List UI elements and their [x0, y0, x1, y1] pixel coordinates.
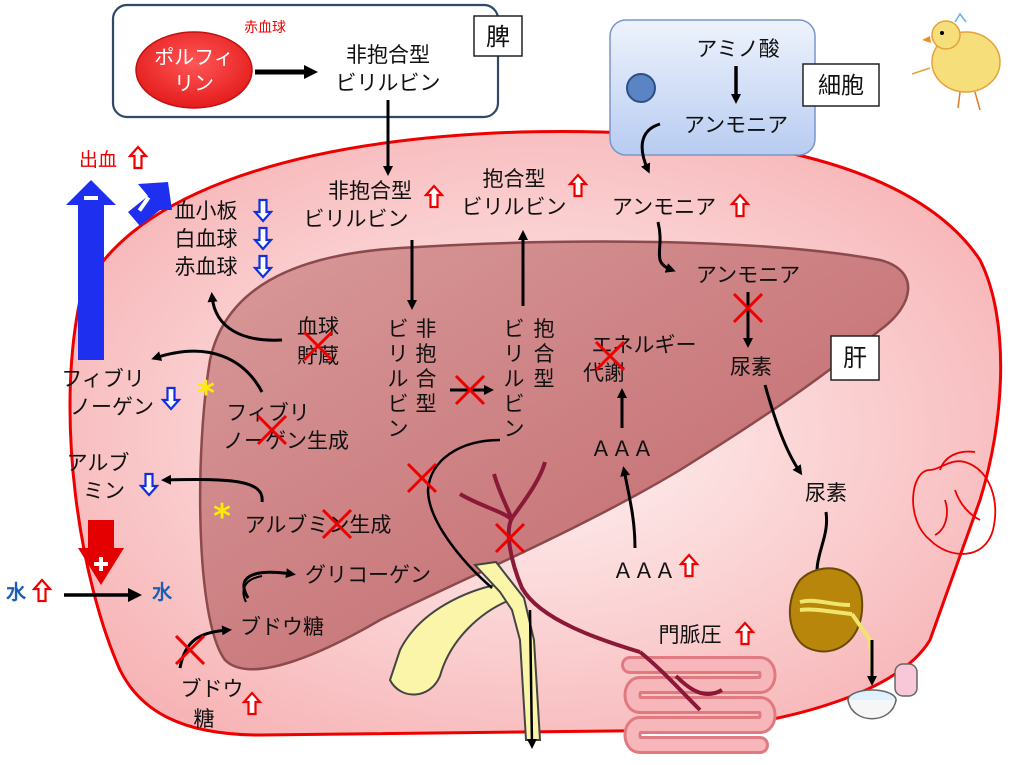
vchar: ビ: [504, 392, 525, 416]
vchar: 抱: [416, 342, 437, 366]
vchar: 型: [534, 367, 555, 391]
unconj-bilirubin-line2: ビリルビン: [304, 207, 409, 231]
water-red-arrow: [78, 520, 124, 585]
glycogen: グリコーゲン: [305, 563, 431, 587]
cell-label: 細胞: [818, 73, 864, 99]
conj-bilirubin-line1: 抱合型: [483, 167, 546, 191]
bile-flow-path: [426, 438, 501, 589]
arrow-cell-to-ammonia: [640, 122, 661, 174]
portal-vein-illustration: [458, 461, 641, 654]
glucose-blood-line2: 糖: [194, 707, 215, 731]
vchar: 合: [416, 367, 437, 391]
portal-pressure: 門脈圧: [659, 623, 722, 647]
fibrinogen-prod-line2: ノーゲン生成: [223, 429, 349, 453]
vchar: 抱: [534, 317, 555, 341]
vchar: ビ: [504, 317, 525, 341]
vchar: ン: [504, 417, 525, 441]
glucose-blood-line1: ブドウ: [181, 677, 244, 701]
red-blood-cell-icon: [135, 31, 253, 109]
ammonia-liver: アンモニア: [696, 263, 800, 287]
liver-label: 肝: [843, 344, 867, 372]
aaa-blood: ＡＡＡ: [613, 559, 676, 583]
cell-label-box: [802, 63, 880, 107]
ammonia-top: アンモニア: [612, 195, 716, 219]
cell-ammonia: アンモニア: [684, 113, 788, 137]
spleen-label-box: [473, 15, 523, 57]
vchar: 非: [416, 317, 437, 341]
bleeding: 出血: [79, 149, 117, 171]
bleeding-diagonal-blue-arrow: [128, 182, 172, 226]
albumin-line2: ミン: [83, 479, 125, 503]
arrow-glucose-in: [178, 625, 232, 669]
vchar: ル: [388, 367, 409, 391]
wbc: 白血球: [175, 227, 238, 251]
platelets: 血小板: [175, 199, 238, 223]
vchar: 型: [416, 392, 437, 416]
intestine-illustration: [621, 650, 777, 754]
water-up-arrow: [32, 578, 52, 603]
albumin-prod: アルブミン生成: [245, 513, 392, 537]
toilet-illustration: [847, 663, 918, 720]
rbc-label: 赤血球: [244, 20, 286, 36]
bleeding-up-arrow: [128, 145, 148, 170]
arrow-urea-out: [763, 384, 803, 476]
arrow-ammonia-into-liver: [656, 221, 676, 273]
urea-blood: 尿素: [805, 481, 847, 505]
blood-cell-storage-line1: 血球: [297, 315, 339, 339]
cell-nucleus-icon: [626, 73, 656, 103]
vchar: 合: [534, 342, 555, 366]
vchar: リ: [388, 342, 409, 366]
conj-bilirubin-vertical: 抱 合 型 ビ リ ル ビ ン: [504, 317, 555, 441]
gallbladder-illustration: [388, 560, 542, 749]
vchar: ン: [388, 417, 409, 441]
heart-illustration: [912, 450, 997, 555]
spleen-bilirubin-line2: ビリルビン: [336, 71, 441, 95]
vchar: ビ: [388, 317, 409, 341]
liver-label-box: [830, 335, 880, 381]
minus-sign: [84, 196, 98, 200]
fibrinogen-line1: フィブリ: [61, 367, 145, 391]
liver-organ: [198, 240, 910, 671]
porphyrin-line1: ポルフィ: [154, 45, 234, 69]
aaa-liver: ＡＡＡ: [591, 437, 654, 461]
kidney-illustration: [788, 567, 877, 686]
vchar: リ: [504, 342, 525, 366]
unconj-bilirubin-vertical: 非 抱 合 型 ビ リ ル ビ ン: [388, 317, 437, 441]
rbc: 赤血球: [175, 255, 238, 279]
arrow-albumin-out: [161, 474, 264, 503]
vchar: ビ: [388, 392, 409, 416]
water-left: 水: [6, 580, 27, 604]
vchar: ル: [504, 367, 525, 391]
arrow-fibrinogen-out: [151, 349, 264, 393]
asterisk-albumin: *: [213, 497, 231, 537]
conj-bilirubin-line2: ビリルビン: [462, 195, 567, 219]
glucose-liver: ブドウ糖: [240, 615, 324, 639]
diagonal-slash: [137, 196, 151, 212]
arrow-glycogen-glucose: [242, 575, 263, 603]
albumin-line1: アルブ: [67, 451, 130, 475]
water-right: 水: [152, 580, 173, 604]
chick-illustration: [911, 12, 1001, 111]
arrow-aaa-blood-to-liver: [620, 466, 637, 549]
arrow-glucose-glycogen: [242, 568, 296, 599]
bleeding-big-blue-arrow: [66, 180, 116, 360]
urea-liver: 尿素: [730, 355, 772, 379]
porphyrin-line2: リン: [174, 71, 214, 95]
spleen-label: 脾: [486, 23, 510, 51]
plus-v: [99, 557, 103, 571]
unconj-bilirubin-line1: 非抱合型: [328, 179, 412, 203]
fibrinogen-prod-line1: フィブリ: [226, 401, 310, 425]
cell-amino-acid: アミノ酸: [696, 37, 780, 61]
spleen-bilirubin-line1: 非抱合型: [346, 43, 430, 67]
fibrinogen-line2: ノーゲン: [70, 395, 154, 419]
arrow-storage-to-cells: [207, 292, 283, 342]
asterisk-fibrinogen: *: [197, 374, 215, 414]
